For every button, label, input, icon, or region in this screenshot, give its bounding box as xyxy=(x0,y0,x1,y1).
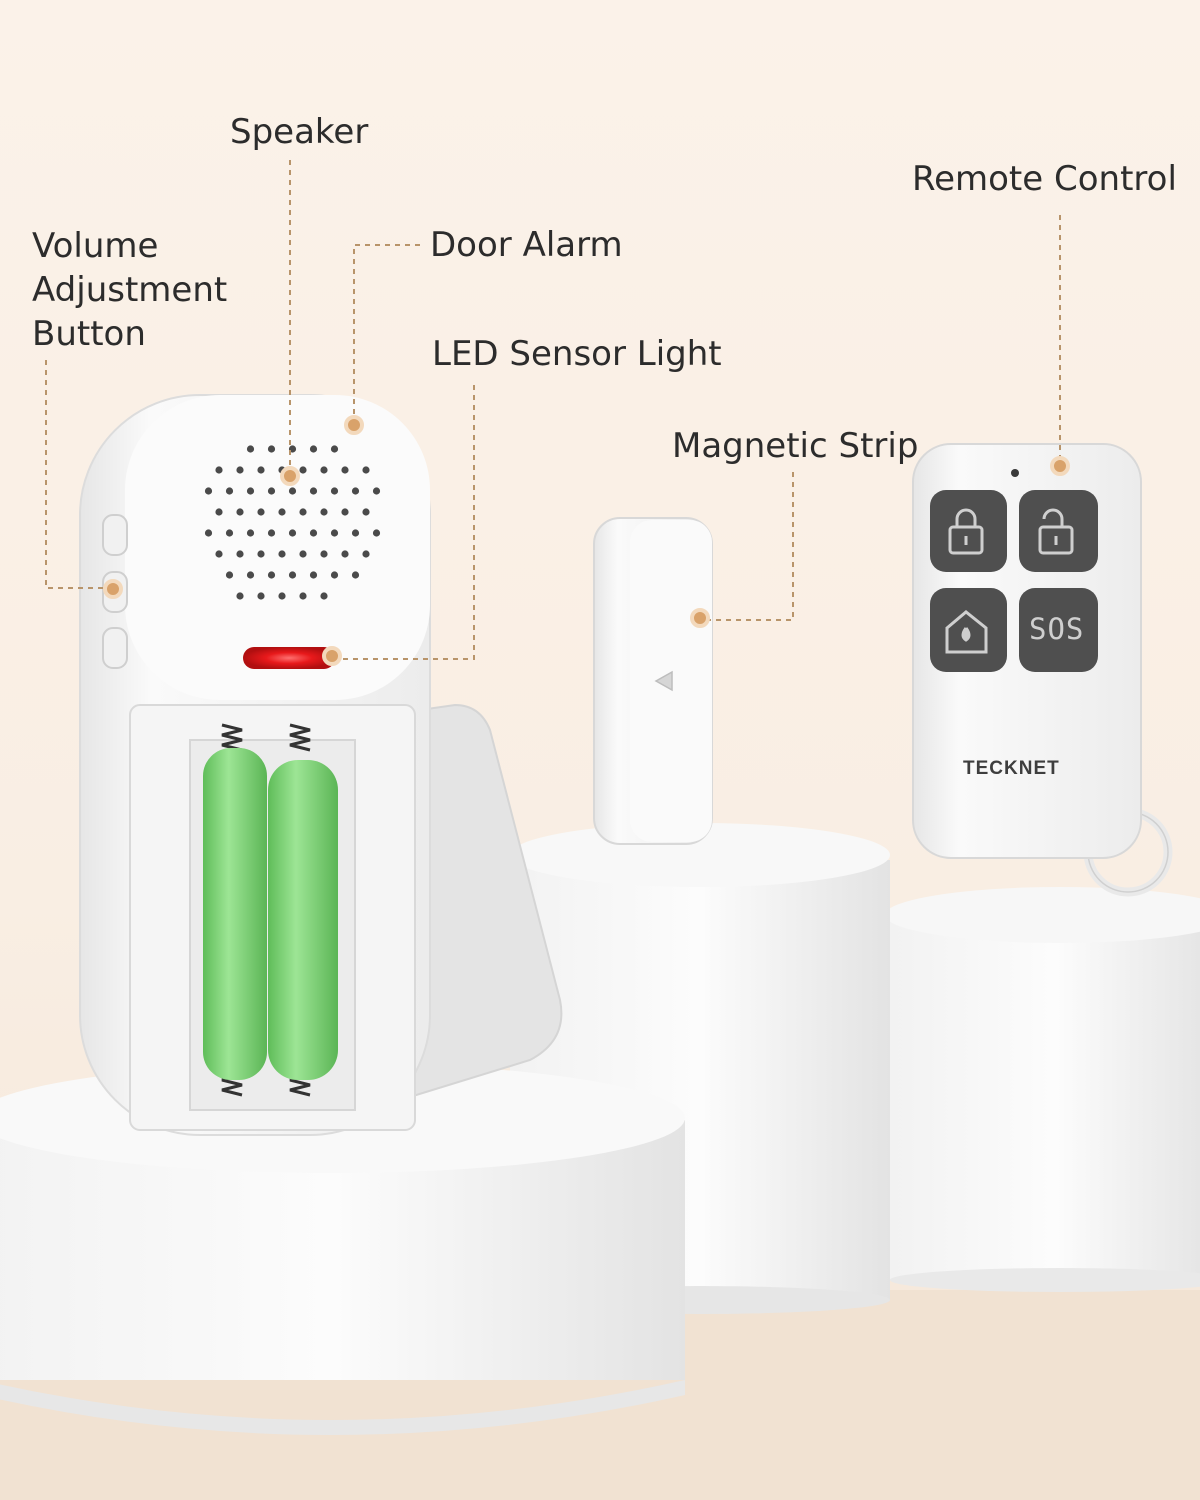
speaker-hole xyxy=(204,487,213,495)
sos-icon: SOS xyxy=(1029,612,1085,646)
speaker-hole xyxy=(299,466,307,474)
speaker-hole xyxy=(236,550,244,558)
battery-left xyxy=(203,748,267,1080)
speaker-hole xyxy=(215,466,223,474)
speaker-hole xyxy=(341,466,349,474)
speaker-hole xyxy=(341,550,349,558)
callout-volume-line1: Volume xyxy=(32,226,159,266)
speaker-hole xyxy=(278,550,286,558)
speaker-hole xyxy=(278,508,286,516)
speaker-hole xyxy=(246,445,255,453)
spring-top-right xyxy=(289,723,311,752)
speaker-grille xyxy=(204,445,381,600)
speaker-hole xyxy=(299,508,307,516)
unlock-icon xyxy=(1038,508,1074,555)
speaker-hole xyxy=(246,571,255,579)
speaker-hole xyxy=(267,571,276,579)
lock-icon xyxy=(948,508,984,555)
speaker-hole xyxy=(257,508,265,516)
speaker-hole xyxy=(351,487,360,495)
speaker-hole xyxy=(215,550,223,558)
speaker-hole xyxy=(309,487,318,495)
speaker-hole xyxy=(246,487,255,495)
speaker-hole xyxy=(288,529,297,537)
magnetic-strip-device xyxy=(593,517,713,845)
speaker-hole xyxy=(204,529,213,537)
speaker-hole xyxy=(299,550,307,558)
speaker-hole xyxy=(320,508,328,516)
speaker-hole xyxy=(257,592,265,600)
speaker-hole xyxy=(267,529,276,537)
triangle-marker xyxy=(654,670,673,692)
lock-button xyxy=(930,490,1007,572)
speaker-hole xyxy=(257,550,265,558)
speaker-hole xyxy=(288,487,297,495)
led-sensor xyxy=(243,647,335,669)
speaker-hole xyxy=(267,445,276,453)
speaker-hole xyxy=(309,445,318,453)
callout-lines xyxy=(45,160,1061,660)
callout-magnetic-strip: Magnetic Strip xyxy=(672,426,919,466)
speaker-hole xyxy=(362,550,370,558)
speaker-hole xyxy=(299,592,307,600)
dot-volume xyxy=(103,579,123,599)
speaker-hole xyxy=(267,487,276,495)
dot-remote xyxy=(1050,456,1070,476)
speaker-hole xyxy=(288,571,297,579)
pedestal-right xyxy=(885,887,1200,1292)
callout-led-sensor-light: LED Sensor Light xyxy=(432,334,722,374)
speaker-hole xyxy=(351,571,360,579)
speaker-hole xyxy=(236,508,244,516)
speaker-hole xyxy=(351,529,360,537)
callout-speaker: Speaker xyxy=(230,112,369,152)
speaker-hole xyxy=(330,571,339,579)
battery-right xyxy=(268,760,338,1080)
callout-door-alarm: Door Alarm xyxy=(430,225,623,265)
speaker-hole xyxy=(236,466,244,474)
speaker-hole xyxy=(320,592,328,600)
speaker-hole xyxy=(362,508,370,516)
speaker-hole xyxy=(320,550,328,558)
remote-control-device xyxy=(912,443,1173,897)
speaker-hole xyxy=(341,508,349,516)
speaker-hole xyxy=(309,571,318,579)
volume-up-button xyxy=(102,514,128,556)
speaker-hole xyxy=(215,508,223,516)
speaker-hole xyxy=(225,487,234,495)
speaker-hole xyxy=(225,571,234,579)
speaker-hole xyxy=(372,529,381,537)
callout-volume-line2: Adjustment xyxy=(32,270,228,310)
door-alarm xyxy=(79,394,431,1136)
speaker-hole xyxy=(278,592,286,600)
battery-cover xyxy=(399,703,563,1102)
dot-magnetic xyxy=(690,608,710,628)
dot-led xyxy=(322,646,342,666)
speaker-hole xyxy=(257,466,265,474)
unlock-button xyxy=(1019,490,1098,572)
callout-volume-line3: Button xyxy=(32,314,146,354)
speaker-hole xyxy=(309,529,318,537)
speaker-hole xyxy=(320,466,328,474)
remote-led-dot xyxy=(1011,469,1019,477)
remote-brand-label: TECKNET xyxy=(963,758,1060,779)
speaker-hole xyxy=(330,445,339,453)
dot-speaker xyxy=(280,466,300,486)
sos-button xyxy=(1019,588,1098,672)
speaker-hole xyxy=(236,592,244,600)
speaker-hole xyxy=(225,529,234,537)
callout-remote-control: Remote Control xyxy=(912,159,1177,199)
speaker-hole xyxy=(362,466,370,474)
speaker-hole xyxy=(246,529,255,537)
callout-dots xyxy=(103,415,1070,666)
volume-down-button xyxy=(102,627,128,669)
speaker-hole xyxy=(330,529,339,537)
speaker-hole xyxy=(372,487,381,495)
speaker-hole xyxy=(330,487,339,495)
spring-top-left xyxy=(221,723,243,752)
callout-volume-adjustment-button: Volume Adjustment Button xyxy=(32,224,252,356)
dot-door-alarm xyxy=(344,415,364,435)
home-icon xyxy=(945,610,988,654)
